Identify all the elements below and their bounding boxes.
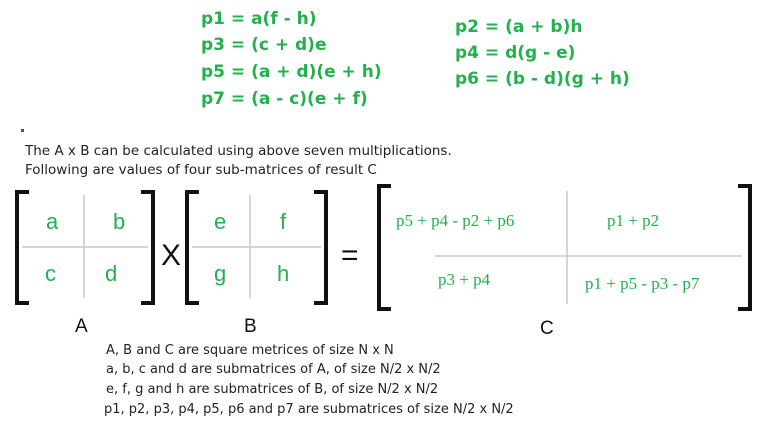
note-line-2: a, b, c and d are submatrices of A, of s… bbox=[106, 362, 441, 377]
formula-p3: p3 = (c + d)e bbox=[201, 35, 327, 55]
equals-sign: = bbox=[341, 239, 359, 272]
matrix-c-right-bracket bbox=[738, 184, 752, 311]
note-line-4: p1, p2, p3, p4, p5, p6 and p7 are submat… bbox=[104, 402, 514, 417]
note-line-1: A, B and C are square metrices of size N… bbox=[106, 343, 394, 358]
matrix-a-cell-d: d bbox=[105, 261, 117, 286]
matrix-a-cell-c: c bbox=[45, 261, 56, 286]
matrix-b-cell-f: f bbox=[280, 209, 287, 234]
matrix-b-left-bracket bbox=[185, 190, 199, 305]
matrix-a-label: A bbox=[75, 316, 88, 337]
formula-p2: p2 = (a + b)h bbox=[455, 17, 583, 37]
formula-p5: p5 = (a + d)(e + h) bbox=[201, 62, 382, 82]
note-line-3: e, f, g and h are submatrices of B, of s… bbox=[106, 382, 439, 397]
matrix-a-cell-b: b bbox=[113, 209, 125, 234]
matrix-c-cell-bottom-right: p1 + p5 - p3 - p7 bbox=[585, 274, 700, 293]
multiply-sign: X bbox=[161, 239, 181, 272]
matrix-c-cell-bottom-left: p3 + p4 bbox=[438, 270, 491, 289]
formula-p6: p6 = (b - d)(g + h) bbox=[455, 69, 630, 89]
matrix-c-cell-top-right: p1 + p2 bbox=[607, 211, 659, 230]
matrix-b-label: B bbox=[244, 316, 257, 337]
matrix-c-left-bracket bbox=[377, 184, 391, 311]
matrix-b-cell-h: h bbox=[277, 261, 289, 286]
matrix-a-cell-a: a bbox=[46, 209, 59, 234]
matrix-b-cell-e: e bbox=[214, 209, 226, 234]
intro-line-2: Following are values of four sub-matrice… bbox=[25, 162, 377, 178]
matrix-c-cell-top-left: p5 + p4 - p2 + p6 bbox=[396, 211, 514, 230]
matrix-b-right-bracket bbox=[314, 190, 328, 305]
matrix-c-label: C bbox=[540, 318, 554, 339]
formula-p4: p4 = d(g - e) bbox=[455, 43, 576, 63]
formula-p1: p1 = a(f - h) bbox=[201, 9, 317, 29]
intro-line-1: The A x B can be calculated using above … bbox=[25, 143, 452, 159]
matrix-a-left-bracket bbox=[15, 190, 29, 305]
artifact-dot bbox=[21, 129, 24, 132]
matrix-b-cell-g: g bbox=[214, 261, 226, 286]
formula-p7: p7 = (a - c)(e + f) bbox=[201, 89, 368, 109]
matrix-a-right-bracket bbox=[141, 190, 155, 305]
